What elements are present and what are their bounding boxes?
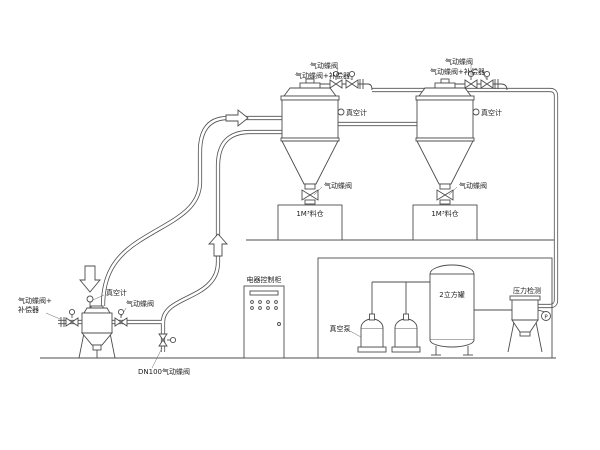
vacuum-gauge-label-cyclone-b: 真空计 [481,108,502,117]
buffer-tank [429,264,475,356]
valve-compensator-label-cyclone-a: 气动蝶阀+补偿器 [295,71,350,80]
vacuum-pump-label: 真空泵 [330,324,351,333]
control-cabinet-label: 电器控制柜 [247,275,282,284]
discharge-valve-label-cyclone-b: 气动蝶阀 [459,181,487,190]
vacuum-pump-station [317,257,553,359]
filter-separator [507,295,551,353]
cyclone-receiver-a [277,70,359,241]
valve-stub-lines [320,79,508,91]
flow-arrow-up-icon [207,233,229,257]
vacuum-gauge-icon [472,108,480,116]
feed-hopper [60,295,128,359]
discharge-valve-label-cyclone-a: 气动蝶阀 [324,181,352,190]
valve-label-cyclone-a: 气动蝶阀 [310,61,338,70]
buffer-tank-label: 2立方罐 [439,290,464,299]
cyclone-receiver-b [412,70,494,241]
vacuum-pump-unit [391,313,421,353]
pressure-gauge-icon [541,311,551,321]
feeder-compensator-label-line2: 补偿器 [18,305,39,314]
dn100-valve-label: DN100气动蝶阀 [138,367,190,376]
vacuum-gauge-label-feeder: 真空计 [106,288,127,297]
vacuum-gauge-label-cyclone-a: 真空计 [346,108,367,117]
pressure-detect-label: 压力检测 [513,286,541,295]
valve-compensator-label-cyclone-b: 气动蝶阀+补偿器 [430,67,485,76]
bin-label-b: 1M³料仓 [431,209,458,218]
valve-label-feeder: 气动蝶阀 [126,299,154,308]
storage-bin [412,204,478,241]
bin-label-a: 1M³料仓 [296,209,323,218]
control-cabinet [243,285,285,359]
flow-arrows [79,109,249,293]
pressure-gauge-p-label: P [544,315,548,321]
vacuum-gauge-icon [86,295,94,303]
storage-bin [277,204,343,241]
flow-arrow-right-icon [225,109,249,127]
leader-lines [45,64,488,369]
text-labels: 气动蝶阀 气动蝶阀+补偿器 气动蝶阀 气动蝶阀+补偿器 真空计 真空计 气动蝶阀… [18,57,548,376]
vacuum-pump-unit [357,313,387,353]
flow-arrow-down-icon [79,265,101,293]
feeder-compensator-label-line1: 气动蝶阀+ [18,296,52,305]
valve-label-cyclone-b: 气动蝶阀 [445,57,473,66]
vacuum-gauge-icon [337,108,345,116]
